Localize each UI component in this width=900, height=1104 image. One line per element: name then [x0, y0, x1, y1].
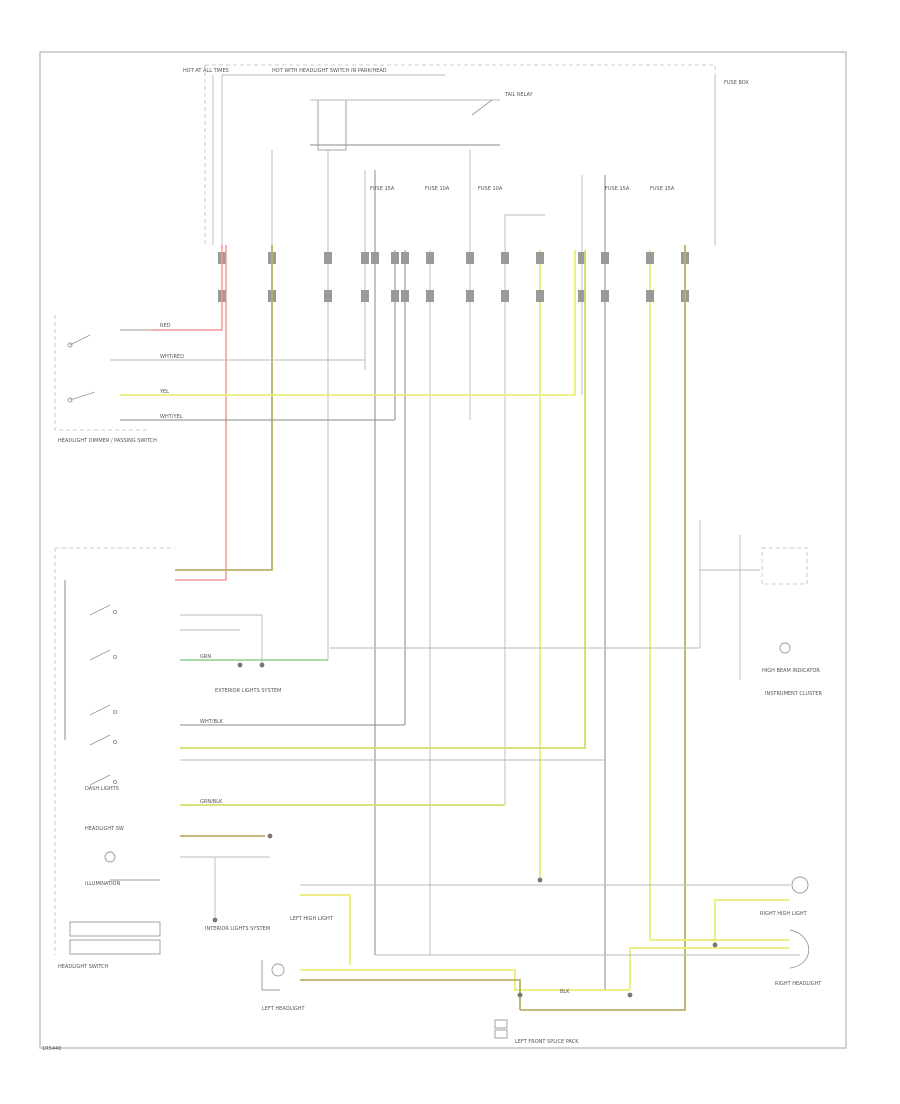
junction-dots	[212, 662, 718, 998]
label-high-beam-indicator: HIGH BEAM INDICATOR	[762, 668, 820, 674]
dimmer-switch-outline	[54, 315, 150, 431]
label-left-headlight: LEFT HEADLIGHT	[262, 1006, 305, 1012]
diagram-code: 1R5440	[42, 1046, 61, 1052]
wire-yel-left-high	[300, 894, 351, 965]
dimmer-switch-contacts	[67, 329, 150, 403]
label-fuse-box: FUSE BOX	[724, 80, 749, 86]
label-interior-lights: INTERIOR LIGHTS SYSTEM	[205, 926, 270, 932]
label-headlight-sw: HEADLIGHT SW	[85, 826, 124, 832]
wire-label-grn-blk: GRN/BLK	[200, 799, 223, 805]
wire-olive-switch	[175, 245, 273, 571]
label-fuse-1: FUSE 15A	[370, 186, 395, 192]
high-beam-indicator-bulb	[779, 642, 791, 654]
wire-label-wht-yel: WHT/YEL	[160, 414, 183, 420]
wire-yel-right-hl-2	[629, 947, 790, 990]
relay-contact	[471, 99, 493, 116]
wire-label-wht-red: WHT/RED	[160, 354, 184, 360]
label-headlight-switch: HEADLIGHT SWITCH	[58, 964, 109, 970]
label-right-headlight: RIGHT HEADLIGHT	[775, 981, 822, 987]
label-exterior-lights: EXTERIOR LIGHTS SYSTEM	[215, 688, 281, 694]
label-fuse-3: FUSE 10A	[478, 186, 503, 192]
label-right-high: RIGHT HIGH LIGHT	[760, 911, 808, 917]
left-headlight-symbol	[261, 960, 285, 991]
fuse-box-outputs	[271, 75, 716, 990]
wire-olive-left-hl	[300, 979, 521, 1010]
label-illumination: ILLUMINATION	[85, 881, 120, 887]
wire-label-grn: GRN	[200, 654, 211, 660]
wire-label-yel: YEL	[159, 389, 169, 395]
label-dimmer-switch: HEADLIGHT DIMMER / PASSING SWITCH	[58, 438, 157, 444]
label-left-high: LEFT HIGH LIGHT	[290, 916, 334, 922]
splice-pack-symbol	[494, 1019, 508, 1039]
headlight-switch-outline	[54, 547, 175, 955]
label-splice-pack: LEFT FRONT SPLICE PACK	[515, 1039, 579, 1045]
cluster-block	[761, 547, 808, 585]
label-fuse-4: FUSE 15A	[605, 186, 630, 192]
wire-label-blk: BLK	[560, 989, 570, 995]
wire-olive-right	[520, 245, 686, 1011]
right-headlight-symbol	[789, 876, 809, 969]
diagram-frame	[39, 51, 847, 1049]
wire-red-dimmer	[150, 245, 223, 331]
relay-coil	[317, 99, 347, 151]
wire-label-red: RED	[160, 323, 171, 329]
label-hot-top: HOT AT ALL TIMES	[183, 68, 229, 74]
label-hot-with: HOT WITH HEADLIGHT SWITCH IN PARK/HEAD	[272, 68, 387, 74]
label-dash-lights: DASH LIGHTS	[85, 786, 119, 792]
headlight-switch-contacts	[69, 604, 161, 955]
label-tail-relay: TAIL RELAY	[504, 92, 534, 98]
wire-label-wht-blk: WHT/BLK	[200, 719, 224, 725]
wire-yel-dimmer	[120, 250, 576, 396]
wire-yel-switch	[180, 250, 586, 749]
label-instrument-cluster: INSTRUMENT CLUSTER	[765, 691, 823, 697]
wire-yel-right-high	[714, 899, 790, 945]
connector-pins	[218, 252, 689, 302]
label-fuse-2: FUSE 10A	[425, 186, 450, 192]
wire-red-switch	[175, 245, 227, 581]
gray-wires	[110, 359, 800, 956]
fuse-box-outline	[204, 64, 716, 245]
label-fuse-5: FUSE 15A	[650, 186, 675, 192]
